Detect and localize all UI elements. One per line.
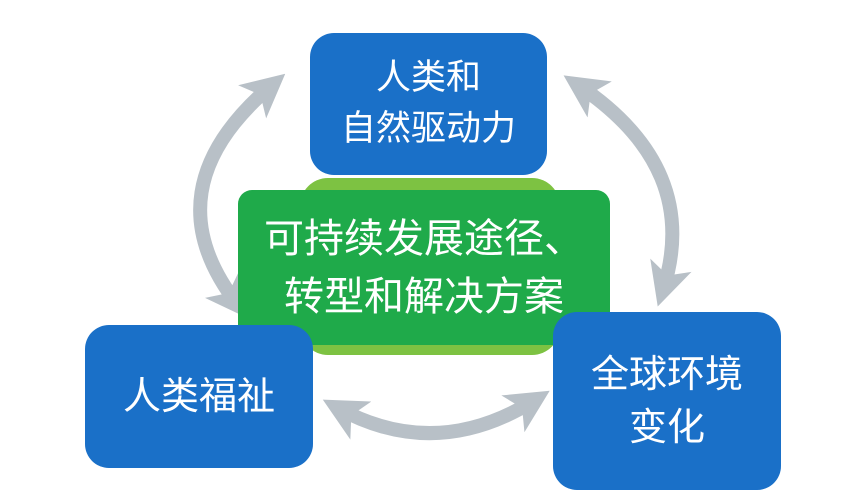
node-sustainable-pathways: 可持续发展途径、 转型和解决方案 — [238, 190, 610, 345]
cycle-arrow-left — [193, 73, 286, 319]
cycle-arrow-bottom — [322, 390, 550, 441]
node-global-environmental-change: 全球环境 变化 — [553, 312, 781, 490]
node-label-line: 变化 — [628, 405, 705, 449]
node-label-line: 自然驱动力 — [340, 109, 516, 149]
node-human-natural-drivers: 人类和 自然驱动力 — [310, 33, 547, 175]
node-label-line: 人类福祉 — [122, 373, 275, 418]
node-human-wellbeing: 人类福祉 — [85, 325, 313, 468]
node-label-line: 人类和 — [375, 58, 481, 99]
node-label-line: 可持续发展途径、 — [264, 215, 584, 262]
cycle-arrow-right — [563, 75, 692, 307]
node-label-line: 转型和解决方案 — [284, 273, 564, 320]
node-label-line: 全球环境 — [590, 351, 743, 396]
